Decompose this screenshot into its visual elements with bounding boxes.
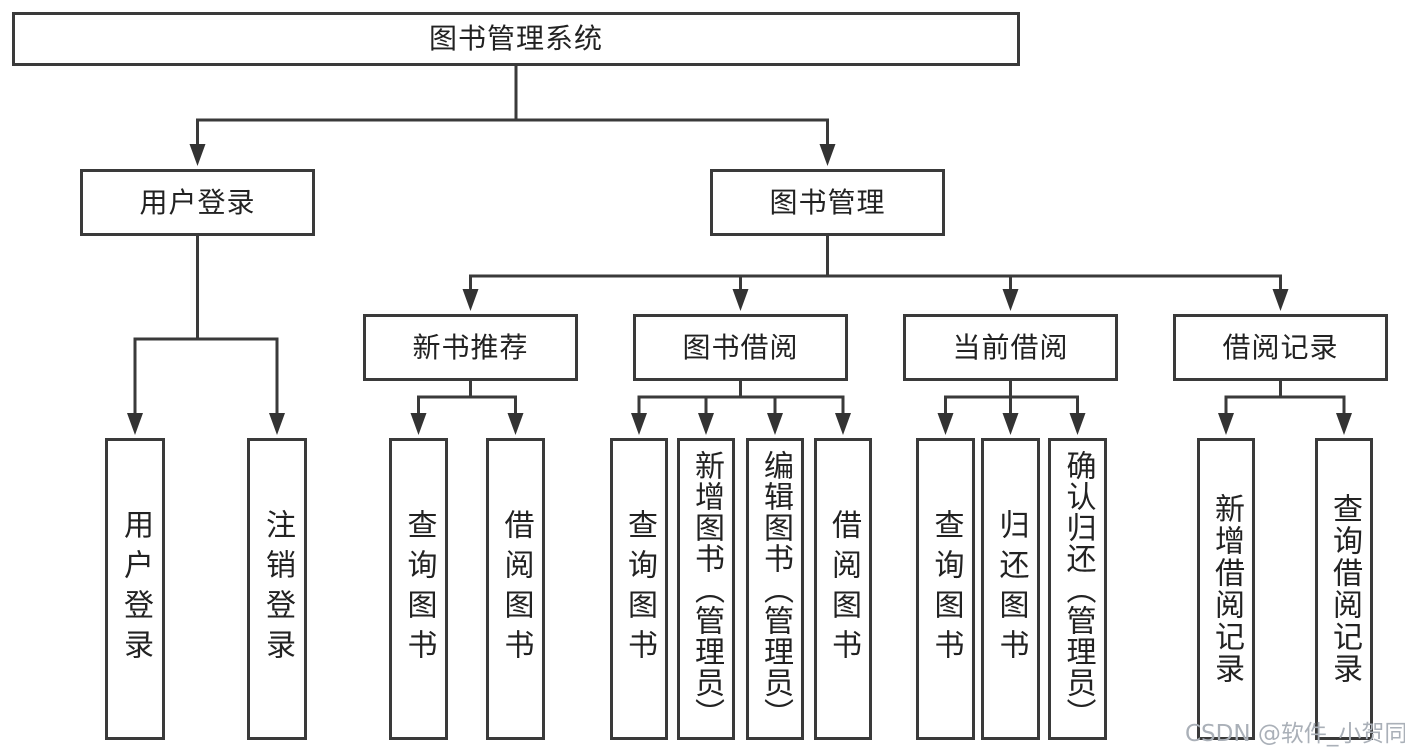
node-library-management-system: 图书管理系统 xyxy=(12,12,1020,66)
node-book-management: 图书管理 xyxy=(710,169,945,236)
leaf-bb-edit-books-admin: 编辑图书（管理员） xyxy=(746,438,804,740)
leaf-nbr-query-books: 查询图书 xyxy=(389,438,448,740)
csdn-watermark: CSDN @软件_小贺同学 xyxy=(1185,721,1405,747)
leaf-br-add-record: 新增借阅记录 xyxy=(1197,438,1255,740)
leaf-cb-query-books: 查询图书 xyxy=(916,438,975,740)
leaf-cb-confirm-return-admin: 确认归还（管理员） xyxy=(1048,438,1107,740)
tree-edges xyxy=(133,66,1346,418)
leaf-cb-return-books: 归还图书 xyxy=(981,438,1040,740)
node-book-borrowing: 图书借阅 xyxy=(633,314,848,381)
leaf-bb-borrow-books: 借阅图书 xyxy=(814,438,872,740)
leaf-user-login: 用户登录 xyxy=(105,438,165,740)
leaf-bb-query-books: 查询图书 xyxy=(610,438,668,740)
node-user-login: 用户登录 xyxy=(80,169,315,236)
leaf-logout: 注销登录 xyxy=(247,438,307,740)
leaf-bb-add-books-admin: 新增图书（管理员） xyxy=(677,438,735,740)
leaf-nbr-borrow-books: 借阅图书 xyxy=(486,438,545,740)
leaf-br-query-record: 查询借阅记录 xyxy=(1315,438,1373,740)
arrow-heads xyxy=(127,144,1352,435)
node-new-book-recommend: 新书推荐 xyxy=(363,314,578,381)
node-current-borrowing: 当前借阅 xyxy=(903,314,1118,381)
node-borrowing-records: 借阅记录 xyxy=(1173,314,1388,381)
